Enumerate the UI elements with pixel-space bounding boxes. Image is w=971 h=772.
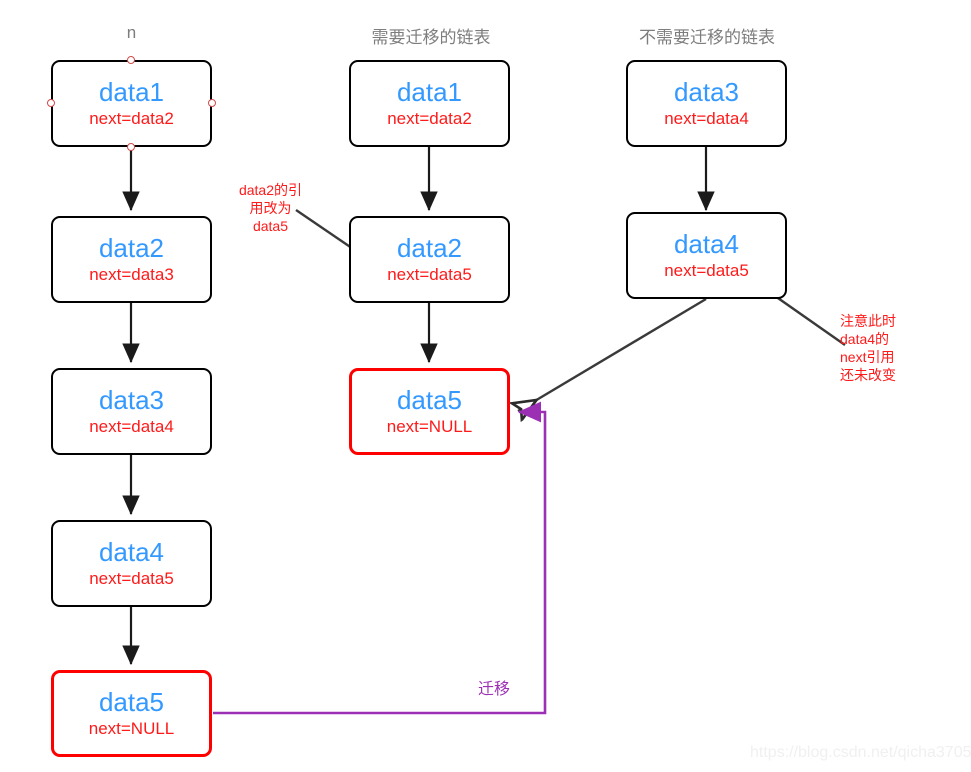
node-subtitle: next=data4 [664, 109, 749, 129]
node-mid-data1[interactable]: data1 next=data2 [349, 60, 510, 147]
node-subtitle: next=data3 [89, 265, 174, 285]
node-subtitle: next=NULL [88, 719, 175, 739]
migration-label: 迁移 [478, 681, 511, 698]
selection-handle-left[interactable] [47, 99, 55, 107]
node-title: data2 [396, 232, 463, 263]
node-subtitle: next=data2 [89, 109, 174, 129]
node-subtitle: next=data5 [387, 265, 472, 285]
node-title: data3 [673, 76, 740, 107]
pointer-label-n: n [126, 23, 137, 42]
node-left-data4[interactable]: data4 next=data5 [51, 520, 212, 607]
selection-handle-top[interactable] [127, 56, 135, 64]
node-title: data5 [396, 384, 463, 415]
migration-path [213, 401, 547, 715]
connector-data4-to-data5 [518, 297, 707, 411]
node-title: data4 [673, 228, 740, 259]
column-header-no-migrate: 不需要迁移的链表 [639, 28, 775, 47]
annotation-data2-reference: data2的引 用改为 data5 [238, 182, 303, 234]
node-right-data4[interactable]: data4 next=data5 [626, 212, 787, 299]
selection-handle-right[interactable] [208, 99, 216, 107]
node-left-data3[interactable]: data3 next=data4 [51, 368, 212, 455]
node-left-data1[interactable]: data1 next=data2 [51, 60, 212, 147]
node-title: data1 [396, 76, 463, 107]
node-title: data2 [98, 232, 165, 263]
selection-handle-bottom[interactable] [127, 143, 135, 151]
node-title: data5 [98, 686, 165, 717]
node-subtitle: next=data5 [89, 569, 174, 589]
node-mid-data2[interactable]: data2 next=data5 [349, 216, 510, 303]
watermark: https://blog.csdn.net/qicha3705 [750, 744, 971, 761]
annotation-data4-next: 注意此时 data4的 next引用 还未改变 [840, 313, 896, 383]
node-title: data1 [98, 76, 165, 107]
node-subtitle: next=data4 [89, 417, 174, 437]
node-mid-data5[interactable]: data5 next=NULL [349, 368, 510, 455]
column-header-migrate: 需要迁移的链表 [371, 28, 491, 47]
node-right-data3[interactable]: data3 next=data4 [626, 60, 787, 147]
node-subtitle: next=NULL [386, 417, 473, 437]
node-subtitle: next=data2 [387, 109, 472, 129]
node-left-data5[interactable]: data5 next=NULL [51, 670, 212, 757]
node-title: data4 [98, 536, 165, 567]
node-subtitle: next=data5 [664, 261, 749, 281]
node-title: data3 [98, 384, 165, 415]
node-left-data2[interactable]: data2 next=data3 [51, 216, 212, 303]
